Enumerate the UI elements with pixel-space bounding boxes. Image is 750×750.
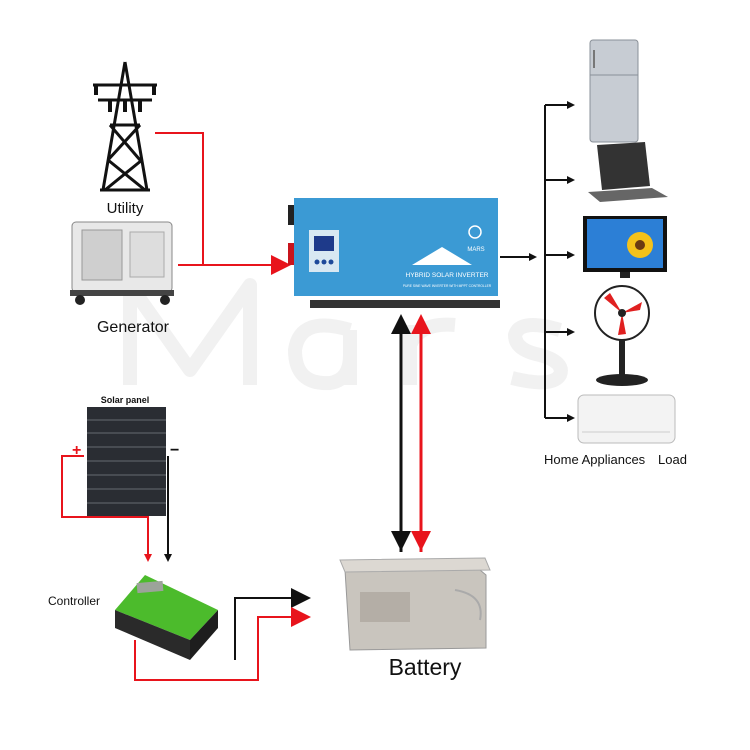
- controller-label: Controller: [48, 594, 100, 608]
- utility-tower-icon: [93, 61, 157, 192]
- air-conditioner-icon: [577, 394, 676, 444]
- battery-icon: [339, 557, 491, 651]
- generator-label: Generator: [97, 319, 170, 336]
- negative-terminal-label: −: [170, 442, 179, 459]
- refrigerator-icon: [589, 39, 639, 143]
- inverter-brand: MARS: [467, 247, 484, 253]
- inverter-lcd-screen: [314, 236, 334, 251]
- controller-to-battery-red-arrow: [134, 607, 311, 681]
- fan-icon: [594, 285, 650, 386]
- generator-icon: [70, 221, 174, 305]
- laptop-icon: [588, 142, 668, 202]
- battery-label: Battery: [389, 654, 462, 680]
- inverter-subtitle: PURE SINE WAVE INVERTER WITH MPPT CONTRO…: [403, 284, 492, 288]
- load-branch-arrows: [545, 101, 575, 422]
- inverter-title: HYBRID SOLAR INVERTER: [406, 272, 489, 279]
- tv-icon: [583, 216, 667, 278]
- charge-controller-icon: [115, 575, 218, 660]
- solar-panel-icon: [87, 407, 166, 516]
- load-label: Load: [658, 452, 687, 467]
- mars-logo-icon: [468, 225, 482, 239]
- solar-positive-wire: [61, 455, 152, 562]
- utility-label: Utility: [107, 200, 144, 217]
- positive-terminal-label: +: [72, 442, 81, 459]
- hybrid-solar-inverter: MARS HYBRID SOLAR INVERTER PURE SINE WAV…: [288, 198, 500, 308]
- utility-wire: [155, 132, 204, 265]
- solar-panel-label: Solar panel: [101, 395, 150, 405]
- home-appliances-label: Home Appliances: [544, 452, 646, 467]
- controller-to-battery-black-arrow: [234, 588, 311, 660]
